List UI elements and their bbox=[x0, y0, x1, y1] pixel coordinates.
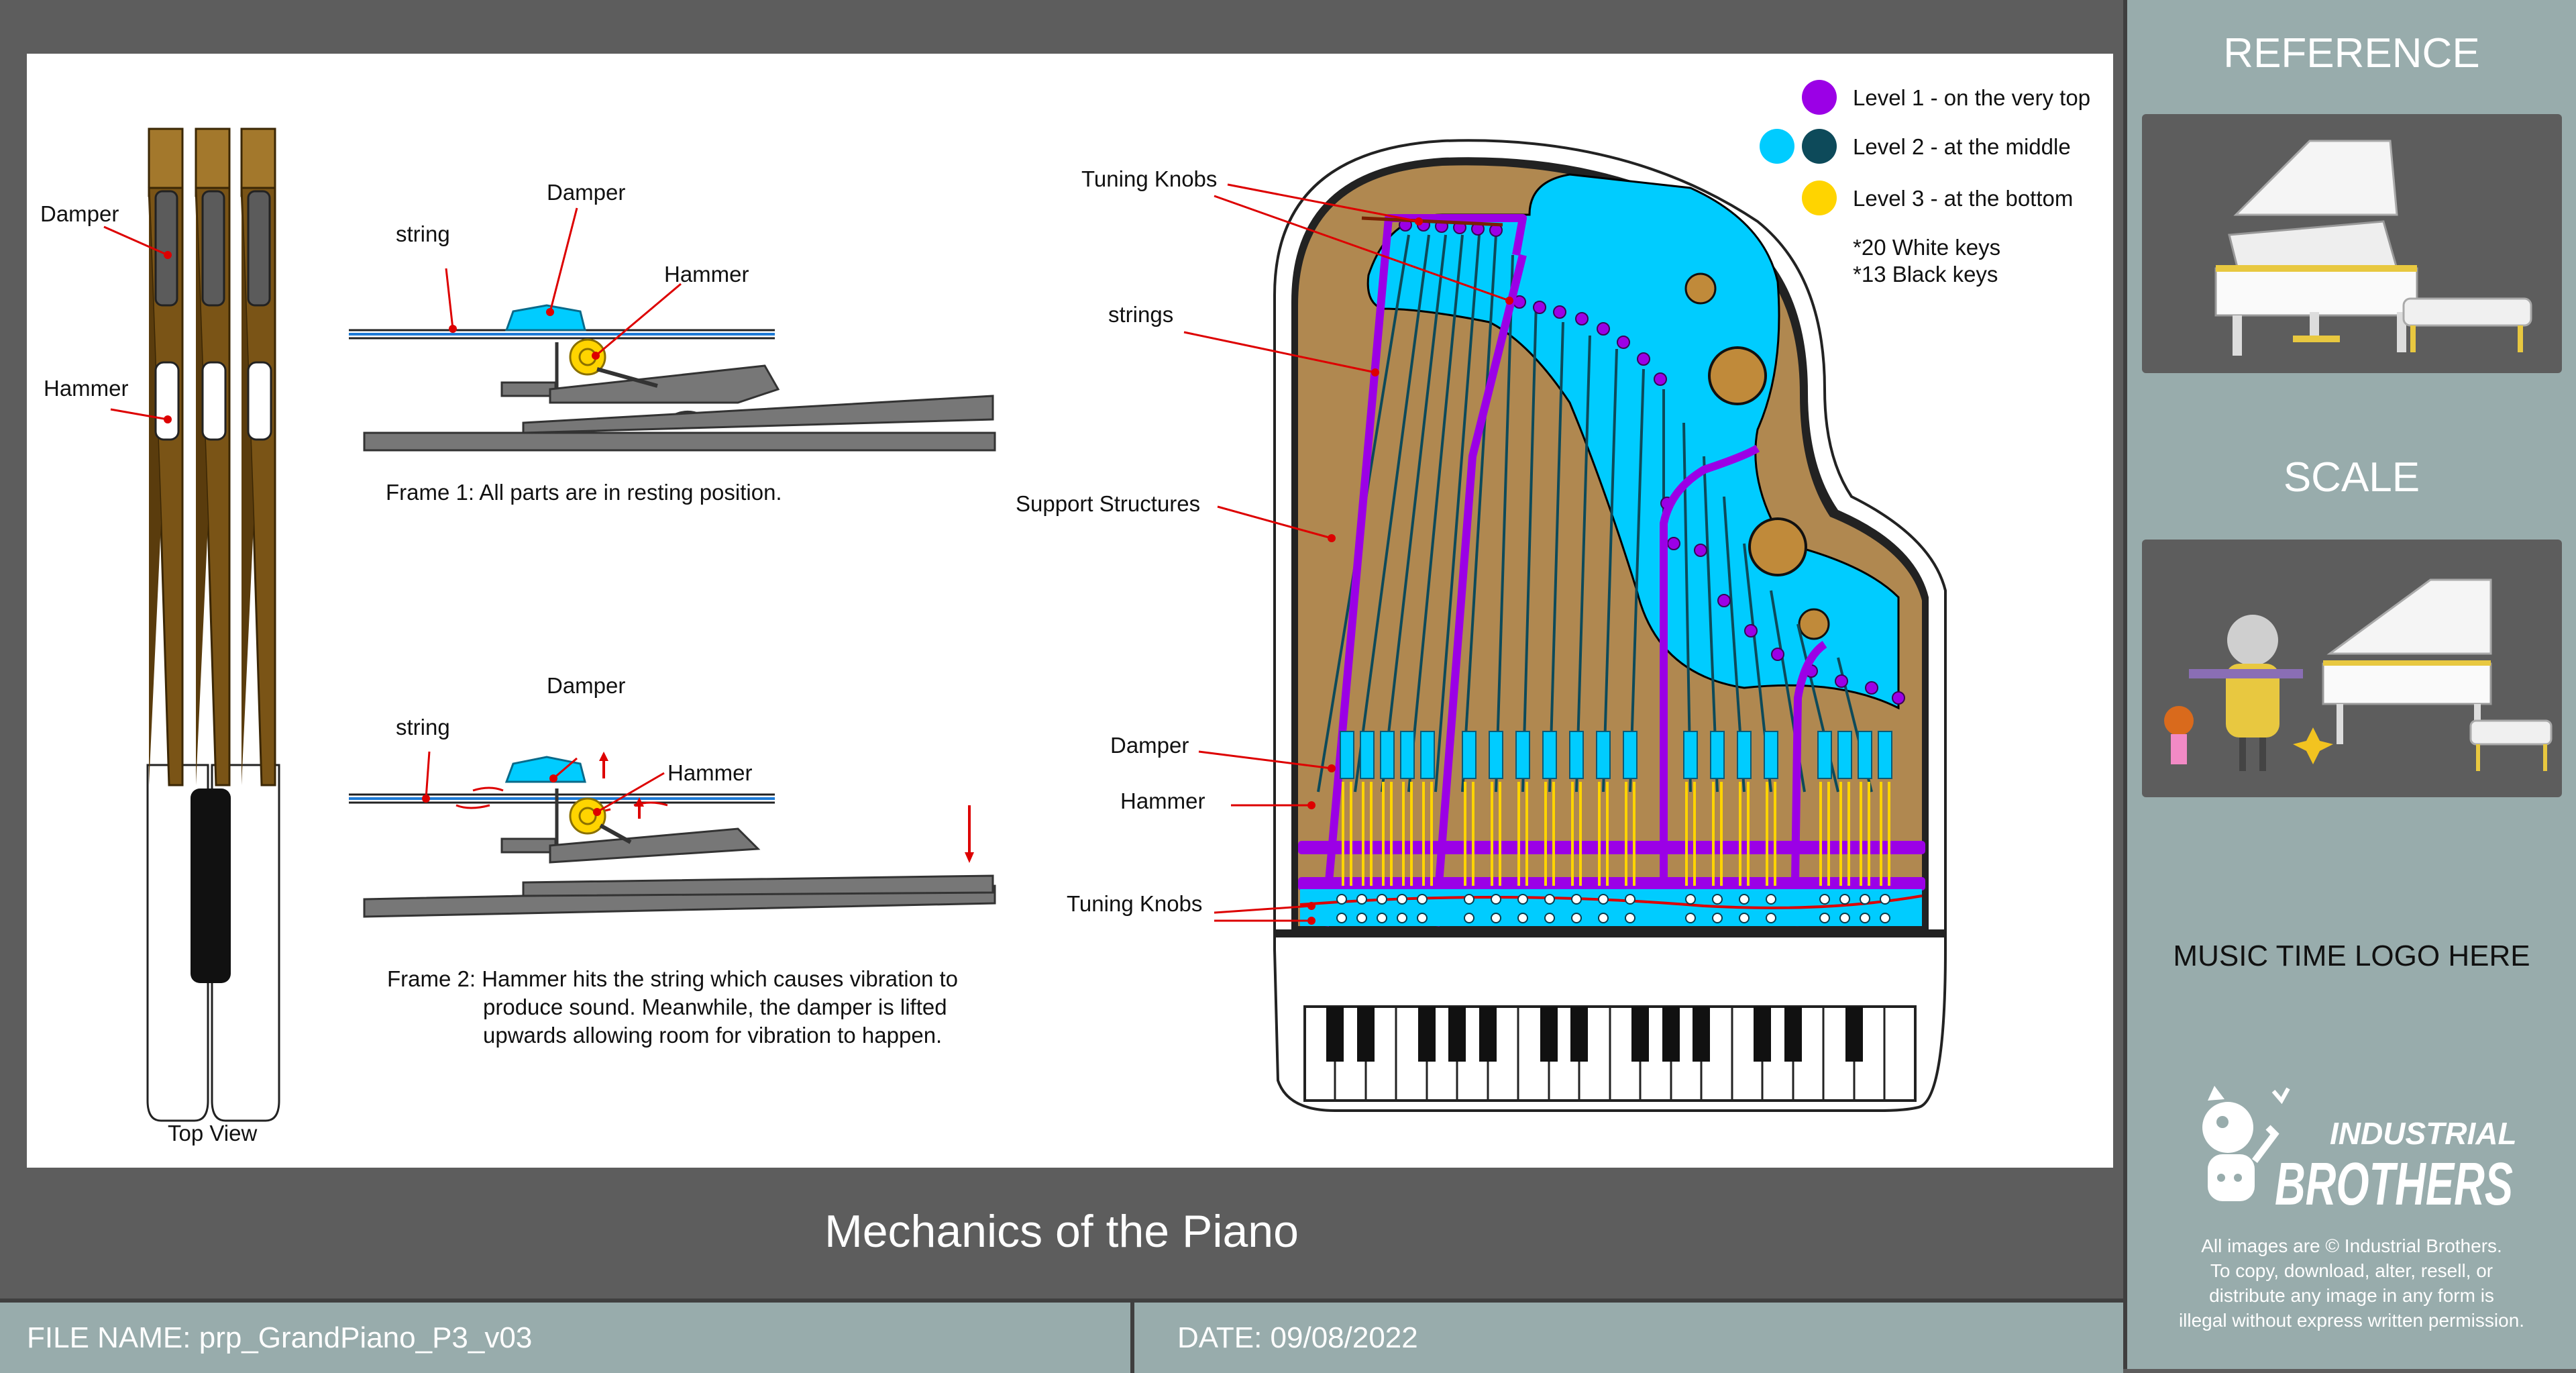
sheet-title: Mechanics of the Piano bbox=[824, 1206, 1299, 1257]
frame2-hammer-head bbox=[569, 797, 606, 835]
frame2-string-label: string bbox=[396, 715, 450, 740]
tuning-knob-circles bbox=[1336, 894, 1890, 923]
frame2-hammer-label: Hammer bbox=[667, 760, 753, 785]
frame1-string-label: string bbox=[396, 221, 450, 246]
robot-mascot-icon bbox=[2202, 1086, 2290, 1201]
frame1-caption: Frame 1: All parts are in resting positi… bbox=[386, 480, 782, 505]
frame2-caption-line2: produce sound. Meanwhile, the damper is … bbox=[483, 995, 947, 1019]
logo-text-brothers: BROTHERS bbox=[2275, 1151, 2513, 1218]
copyright-line: illegal without express written permissi… bbox=[2178, 1310, 2525, 1331]
label-tuning-knobs-top: Tuning Knobs bbox=[1081, 166, 1217, 191]
date: DATE: 09/08/2022 bbox=[1177, 1321, 1418, 1354]
top-view-hammer-label: Hammer bbox=[44, 376, 129, 401]
piano-diagram bbox=[1183, 139, 1947, 1112]
legend-level2-label: Level 2 - at the middle bbox=[1853, 134, 2071, 159]
frame1-damper-felt bbox=[504, 304, 586, 332]
reference-heading: REFERENCE bbox=[2223, 30, 2480, 77]
frame2-caption-line1: Frame 2: Hammer hits the string which ca… bbox=[387, 966, 958, 991]
label-tuning-knobs-bottom: Tuning Knobs bbox=[1067, 891, 1202, 916]
scale-image bbox=[2142, 540, 2562, 797]
frame2-caption-line3: upwards allowing room for vibration to h… bbox=[483, 1023, 942, 1048]
label-damper: Damper bbox=[1110, 733, 1189, 758]
frame2-damper-felt bbox=[504, 756, 586, 783]
label-strings: strings bbox=[1108, 302, 1173, 327]
legend-swatch-level3 bbox=[1802, 181, 1837, 215]
wood-strip-1 bbox=[148, 128, 184, 786]
legend-note-black-keys: *13 Black keys bbox=[1853, 262, 1998, 287]
wood-strip-3 bbox=[240, 128, 276, 786]
damper-hammer-row bbox=[1340, 731, 1892, 886]
wood-strip-2 bbox=[195, 128, 231, 786]
top-view-damper-label: Damper bbox=[40, 201, 119, 226]
legend-swatch-level2-teal bbox=[1802, 129, 1837, 164]
legend-note-white-keys: *20 White keys bbox=[1853, 235, 2000, 260]
frame1-hammer-label: Hammer bbox=[664, 262, 749, 287]
legend-level1-label: Level 1 - on the very top bbox=[1853, 85, 2090, 110]
top-view-keys bbox=[103, 128, 280, 1122]
reference-image bbox=[2142, 114, 2562, 373]
scale-characters bbox=[2164, 615, 2333, 771]
keyboard bbox=[1303, 1005, 1917, 1102]
copyright-line: distribute any image in any form is bbox=[2209, 1285, 2494, 1306]
top-view-caption: Top View bbox=[168, 1121, 257, 1146]
info-bar: FILE NAME: prp_GrandPiano_P3_v03 DATE: 0… bbox=[0, 1299, 2123, 1373]
support-structures bbox=[1298, 214, 1925, 927]
black-key bbox=[191, 789, 231, 983]
legend-level3-label: Level 3 - at the bottom bbox=[1853, 186, 2073, 211]
label-hammer: Hammer bbox=[1120, 789, 1205, 813]
frame1-damper-label: Damper bbox=[547, 180, 625, 205]
industrial-brothers-logo: INDUSTRIAL BROTHERS bbox=[2202, 1086, 2516, 1218]
logo-text-industrial: INDUSTRIAL bbox=[2330, 1116, 2516, 1151]
iron-frame bbox=[1366, 173, 1900, 710]
copyright-notice: All images are © Industrial Brothers. To… bbox=[2127, 1233, 2576, 1333]
scale-grand-piano bbox=[2322, 578, 2553, 771]
frame1-illustration bbox=[349, 207, 996, 452]
diagram-canvas: Damper Hammer Top View Damper string Ham… bbox=[27, 54, 2113, 1168]
sidebar: REFERENCE SCALE bbox=[2123, 0, 2576, 1369]
legend-swatch-level1 bbox=[1802, 80, 1837, 115]
legend-swatch-level2-cyan bbox=[1760, 129, 1794, 164]
file-name: FILE NAME: prp_GrandPiano_P3_v03 bbox=[27, 1321, 533, 1354]
reference-grand-piano bbox=[2214, 140, 2532, 356]
frame2-illustration bbox=[349, 751, 996, 918]
copyright-line: All images are © Industrial Brothers. bbox=[2201, 1235, 2502, 1256]
info-divider bbox=[1130, 1303, 1134, 1373]
label-support-structures: Support Structures bbox=[1016, 491, 1200, 516]
copyright-line: To copy, download, alter, resell, or bbox=[2210, 1260, 2493, 1281]
frame2-damper-label: Damper bbox=[547, 673, 625, 698]
music-time-logo-placeholder: MUSIC TIME LOGO HERE bbox=[2173, 939, 2530, 972]
scale-heading: SCALE bbox=[2283, 454, 2420, 501]
frame1-hammer-head bbox=[569, 338, 606, 376]
legend bbox=[1760, 80, 1837, 215]
